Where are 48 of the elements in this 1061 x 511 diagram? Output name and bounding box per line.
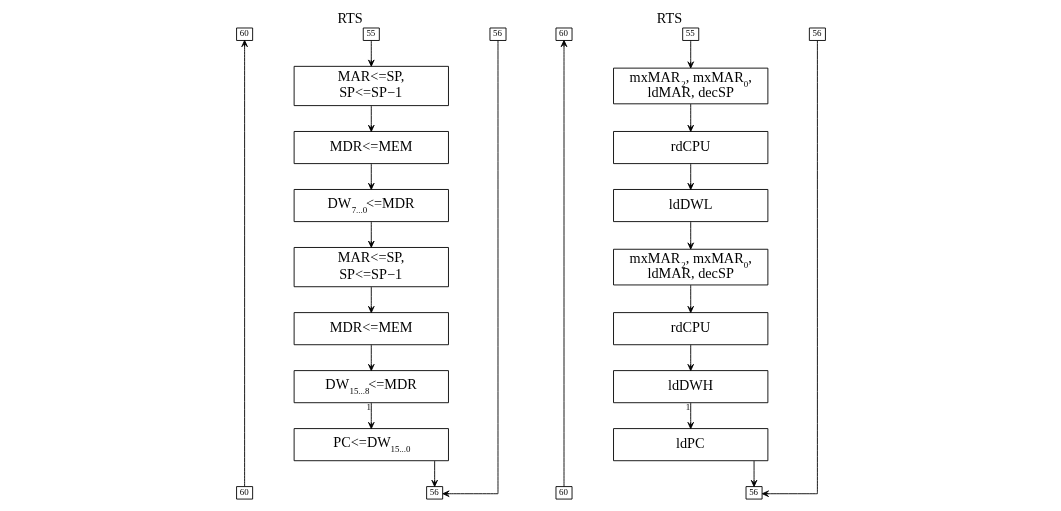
arrow: [430, 460, 438, 487]
arrow: [686, 163, 694, 190]
arrow: [240, 40, 248, 487]
arrow: [367, 221, 375, 248]
node-box: DW$_{7...0}$<=MDR: [293, 189, 449, 223]
arrow: [367, 40, 375, 67]
arrow: [367, 286, 375, 314]
arrow: [367, 105, 375, 132]
node-box: ldDWL: [612, 189, 768, 223]
node-box: 56: [808, 27, 826, 41]
node-box: MAR<=SP, SP<=SP−1: [293, 247, 449, 288]
arrow: [686, 344, 694, 372]
node-box: 60: [235, 27, 253, 41]
arrow: [367, 163, 375, 190]
arrow: [686, 284, 694, 313]
node-box: 56: [745, 486, 763, 500]
node-box: 60: [555, 27, 572, 41]
node-box: DW$_{15...8}$<=MDR: [293, 370, 449, 404]
arrow: [560, 40, 567, 487]
arrow: [686, 402, 694, 430]
edge-label: 1: [365, 401, 371, 412]
node-box: ldDWH: [612, 370, 768, 404]
node-box: 55: [681, 27, 699, 41]
node-box: MDR<=MEM: [293, 312, 449, 346]
arrow: [686, 40, 694, 69]
arrow: [441, 40, 498, 497]
node-box: ldPC: [612, 428, 768, 462]
arrow: [367, 344, 375, 372]
node-box: mxMAR$_{2}$, mxMAR$_{0}$, ldMAR, decSP: [612, 67, 768, 105]
node-box: PC<=DW$_{15...0}$: [293, 428, 449, 462]
node-box: rdCPU: [612, 131, 768, 165]
arrow: [761, 40, 818, 497]
node-box: 60: [555, 486, 572, 500]
node-label: RTS: [336, 10, 363, 27]
node-box: MAR<=SP, SP<=SP−1: [293, 65, 449, 107]
arrow: [686, 103, 694, 132]
node-box: 56: [489, 27, 506, 41]
node-box: 55: [362, 27, 380, 41]
arrow: [367, 402, 375, 430]
node-label: RTS: [656, 10, 682, 27]
node-box: MDR<=MEM: [293, 131, 449, 165]
node-box: rdCPU: [612, 312, 768, 346]
edge-label: 1: [685, 401, 690, 412]
arrow: [750, 460, 757, 487]
node-box: 60: [235, 486, 253, 500]
node-box: 56: [425, 486, 443, 500]
arrow: [686, 221, 694, 250]
node-box: mxMAR$_{2}$, mxMAR$_{0}$, ldMAR, decSP: [612, 248, 768, 286]
